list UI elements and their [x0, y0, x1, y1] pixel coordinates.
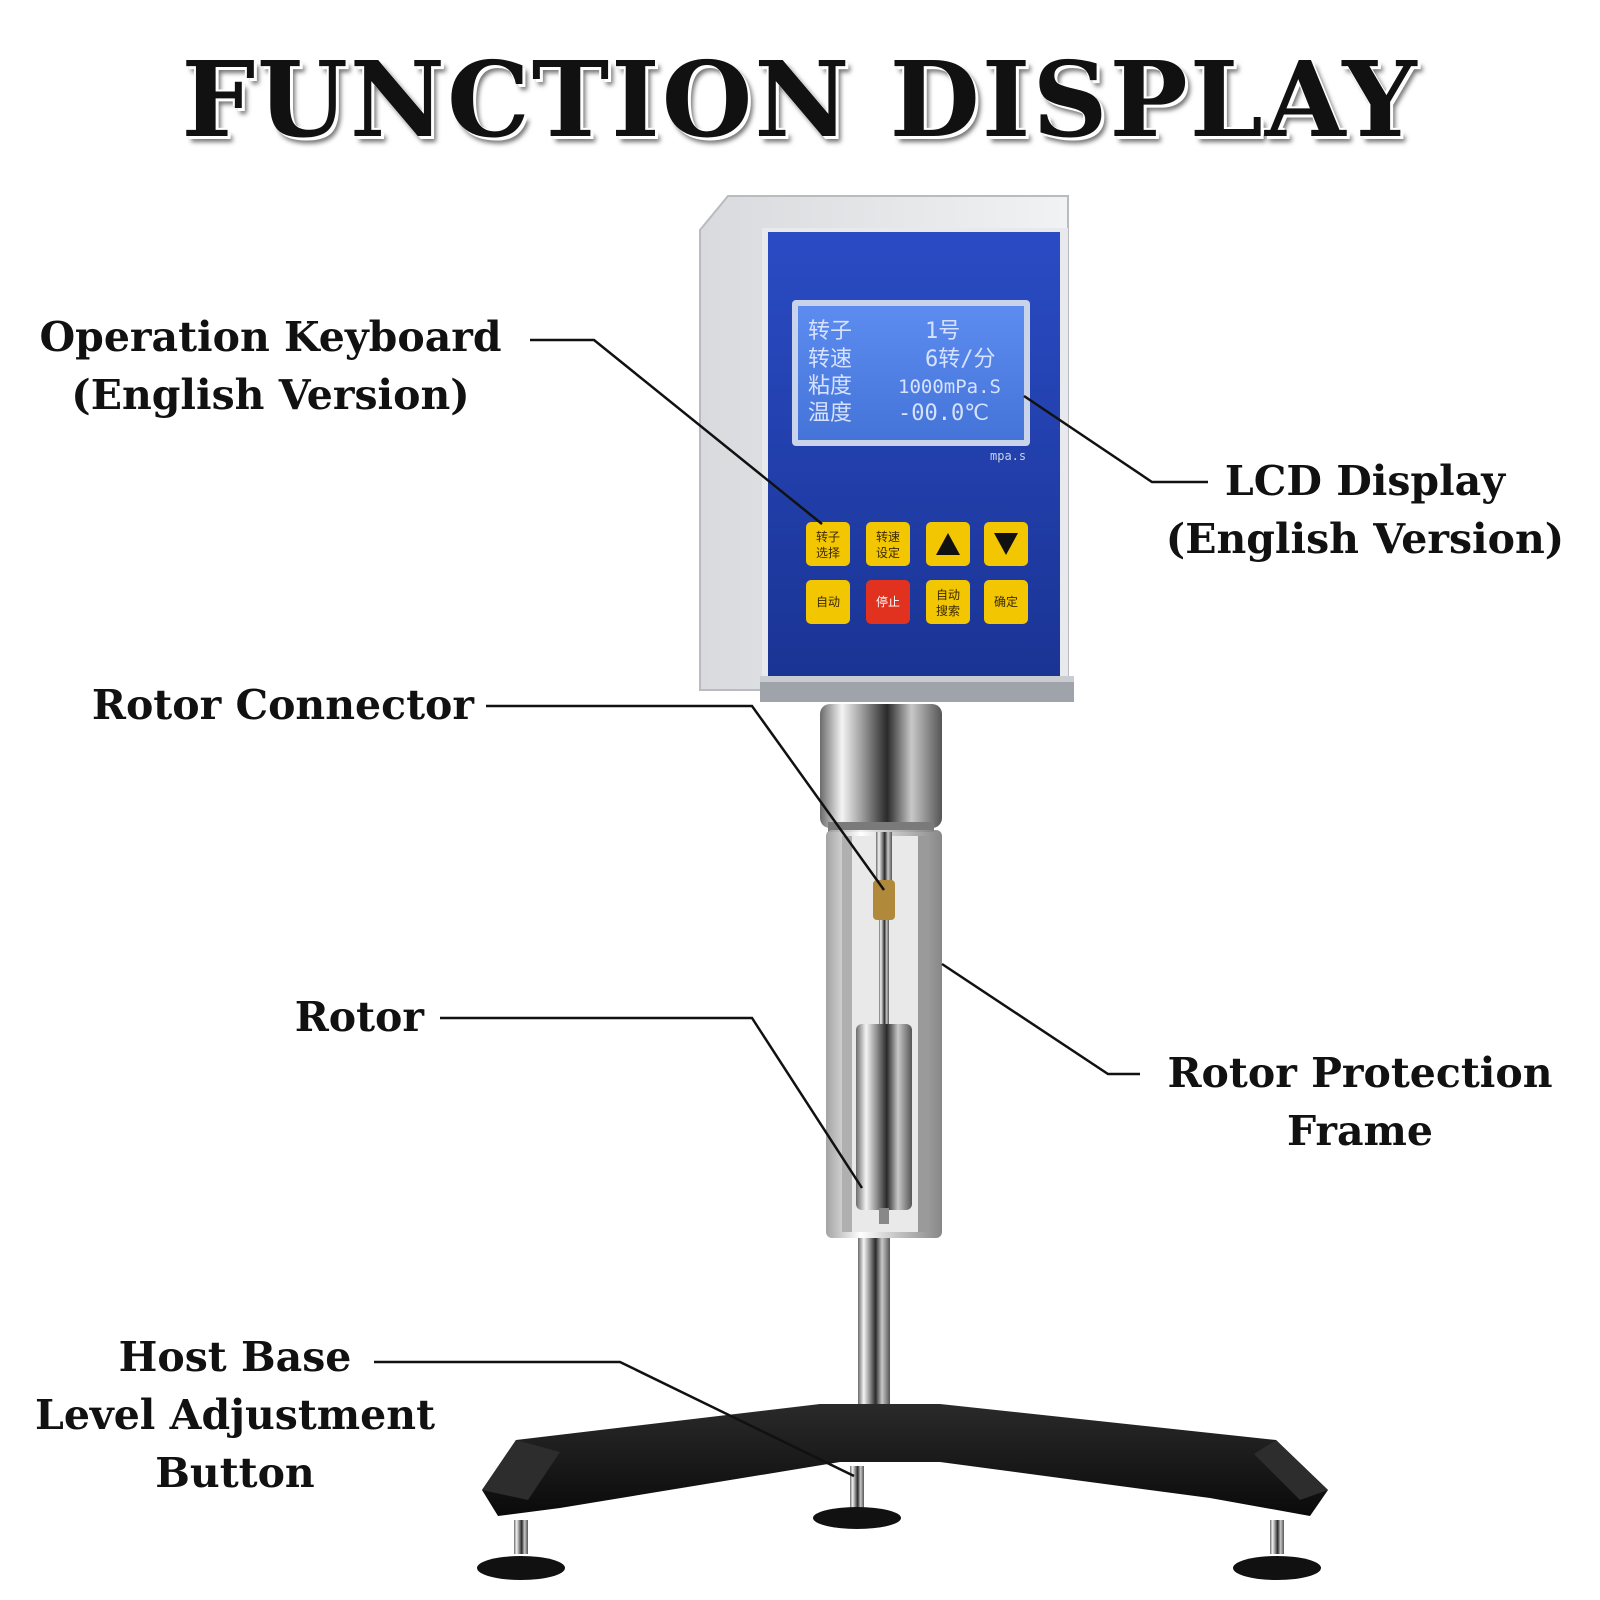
lcd-row-2-label: 转速: [808, 347, 852, 372]
svg-text:转速: 转速: [876, 529, 900, 544]
label-rotor: Rotor: [294, 993, 424, 1041]
stand-pole: [858, 1238, 890, 1408]
key-auto[interactable]: 自动: [806, 580, 850, 624]
leader-rotor-connector: [486, 704, 886, 891]
leader-lcd-display: [1023, 394, 1208, 484]
rotor-connector-housing: [820, 704, 942, 832]
lcd-row-1-value: 1号: [925, 319, 960, 344]
lcd-row-3-value: 1000mPa.S: [898, 376, 1001, 398]
svg-text:停止: 停止: [876, 594, 900, 609]
lcd-row-4-value: -00.0℃: [898, 401, 989, 426]
host-base: [477, 1404, 1328, 1580]
level-adjust-screw: [850, 1466, 864, 1510]
key-stop[interactable]: 停止: [866, 580, 910, 624]
label-host-base: Host Base Level Adjustment Button: [34, 1333, 436, 1497]
lcd-row-2-value: 6转/分: [925, 347, 996, 372]
svg-text:搜索: 搜索: [936, 603, 960, 618]
svg-text:确定: 确定: [994, 594, 1018, 609]
svg-text:自动: 自动: [816, 595, 840, 609]
arrow-up-icon: [936, 533, 960, 555]
svg-text:转子: 转子: [816, 529, 840, 544]
leader-host-base: [374, 1360, 855, 1478]
leader-rotor-protection-frame: [941, 962, 1140, 1076]
label-rotor-connector: Rotor Connector: [91, 681, 474, 729]
svg-text:设定: 设定: [876, 545, 900, 560]
arrow-down-icon: [994, 533, 1018, 555]
key-up[interactable]: [926, 522, 970, 566]
leader-rotor: [440, 1016, 864, 1189]
lcd-row-3-label: 粘度: [808, 374, 852, 399]
svg-text:自动: 自动: [936, 588, 960, 602]
lcd-unit-caption: mpa.s: [990, 449, 1026, 463]
label-rotor-protection-frame: Rotor Protection Frame: [1167, 1049, 1553, 1155]
page-title: FUNCTION DISPLAY: [181, 38, 1419, 161]
lcd-row-4-label: 温度: [808, 401, 852, 426]
key-down[interactable]: [984, 522, 1028, 566]
rotor: [856, 832, 912, 1224]
leader-operation-keyboard: [530, 338, 823, 525]
label-lcd-display: LCD Display (English Version): [1165, 457, 1565, 563]
svg-text:选择: 选择: [816, 546, 840, 560]
key-confirm[interactable]: 确定: [984, 580, 1028, 624]
lcd-screen: 转子 1号 转速 6转/分 粘度 1000mPa.S 温度 -00.0℃ mpa…: [792, 300, 1030, 463]
lcd-row-1-label: 转子: [808, 319, 852, 344]
leader-lines: [374, 338, 1208, 1478]
label-operation-keyboard: Operation Keyboard (English Version): [39, 313, 502, 419]
